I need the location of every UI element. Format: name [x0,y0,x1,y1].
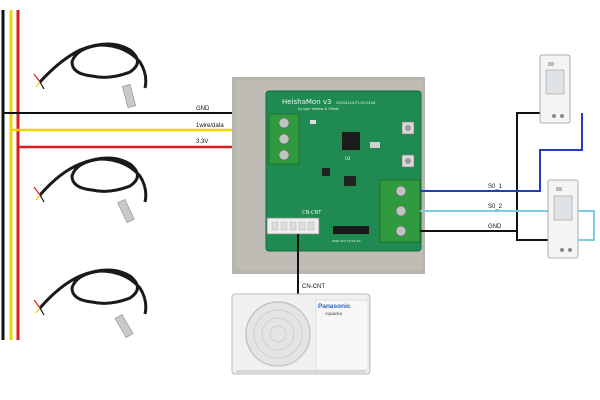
left-bus-wires [1,10,20,340]
screw-terminal [395,185,407,197]
label-gnd-left: GND [196,106,210,112]
pcb-code: 20230124-P1-V3.0126 [336,101,375,105]
pin-labels: GND 3V3 TX RX 5V [332,239,361,243]
temperature-sensor-2 [33,156,148,224]
sensor-probe [117,198,135,224]
sensor-cable [38,42,148,89]
screw-terminal [278,117,290,129]
meter-display [545,69,565,95]
wire-s0-1 [420,113,583,192]
sensor-cable [38,268,148,315]
label-s0-2: S0_2 [488,204,503,210]
temperature-sensor-1 [33,42,148,109]
kwh-meter-2 [547,179,579,259]
sensor-cable [38,156,148,203]
screw-terminal [395,225,407,237]
label-cncnt-cable: CN-CNT [302,284,325,290]
fan-grille [245,301,311,367]
pcb-title: HeishaMon v3 [282,98,331,106]
right-wires: S0_1 S0_2 GND [420,112,595,241]
temperature-sensor-3 [33,268,148,338]
pin-header [333,226,369,234]
label-gnd-right: GND [488,224,502,230]
label-1wire: 1wire/data [196,123,224,129]
pcb-subtitle: by Igor Ybema & Sillelk [298,107,340,111]
label-3v3: 3.3V [196,139,208,145]
heat-pump-model: Aquarea [325,311,343,316]
heat-pump-unit: Panasonic Aquarea [231,293,371,375]
screw-terminal [395,205,407,217]
screw-terminal [278,149,290,161]
wire-s0-2 [420,210,595,241]
heishamon-pcb: HeishaMon v3 by Igor Ybema & Sillelk 202… [265,90,422,252]
cncnt-pcb-label: CN-CNT [302,210,322,216]
kwh-meter-1 [539,54,571,124]
svg-text:U2: U2 [345,156,351,161]
pcb-chip [342,132,360,150]
sensor-probe [114,314,134,338]
label-s0-1: S0_1 [488,184,503,190]
sensor-probe [121,83,137,109]
side-panel [315,299,369,371]
screw-terminal [278,133,290,145]
heat-pump-brand: Panasonic [318,303,351,310]
meter-display [553,195,573,221]
wire-gnd-right [420,112,555,232]
